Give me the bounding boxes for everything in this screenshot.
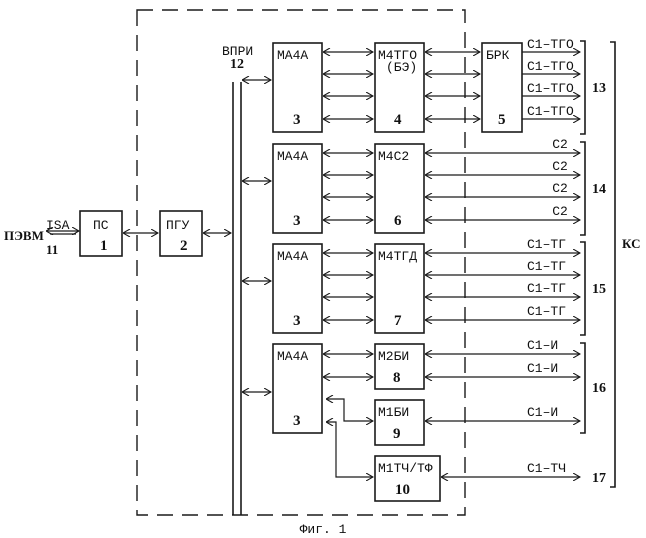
block-pgu: ПГУ 2 <box>160 211 202 256</box>
block-pgu-number: 2 <box>180 238 188 254</box>
channel-label: С2 <box>552 137 568 152</box>
group-bracket-16 <box>580 343 585 433</box>
channel-label: С1–И <box>527 338 558 353</box>
block-m4c2-name: М4С2 <box>378 149 409 164</box>
channel-label: С1–ТЧ <box>527 461 566 476</box>
group-number: 14 <box>592 182 606 197</box>
block-ma4a-name: МА4А <box>277 149 308 164</box>
channel-label: С1–ТГ <box>527 259 566 274</box>
channel-label: С1–ТГО <box>527 59 574 74</box>
block-ma4a-name: МА4А <box>277 349 308 364</box>
block-m4c2-number: 6 <box>394 213 402 229</box>
block-m4tgd-number: 7 <box>394 313 402 329</box>
figure-caption: Фиг. 1 <box>300 522 347 537</box>
group-bracket-14 <box>580 142 585 235</box>
channel-label: С2 <box>552 204 568 219</box>
channel-label: С1–ТГО <box>527 37 574 52</box>
block-ps-name: ПС <box>93 218 109 233</box>
block-m1bi-number: 9 <box>393 426 401 442</box>
ks-bracket <box>610 42 615 487</box>
channel-label: С1–ТГ <box>527 304 566 319</box>
group-bracket-13 <box>580 41 585 134</box>
link-ma4a-m1bi <box>327 399 373 421</box>
block-ma4a-name: МА4А <box>277 48 308 63</box>
block-ma4a-number: 3 <box>293 213 301 229</box>
block-m4tgo-sub: (БЭ) <box>386 60 417 75</box>
group-number: 15 <box>592 282 606 297</box>
link-ma4a-m1tch <box>327 422 373 477</box>
block-m1tch-number: 10 <box>395 482 410 498</box>
block-ma4a-number: 3 <box>293 112 301 128</box>
group-number: 16 <box>592 381 606 396</box>
isa-number: 11 <box>46 242 58 257</box>
channel-label: С1–ТГ <box>527 281 566 296</box>
channel-label: С1–И <box>527 361 558 376</box>
block-m4tgo-number: 4 <box>394 112 402 128</box>
block-ma4a-name: МА4А <box>277 249 308 264</box>
bus-number: 12 <box>230 57 244 72</box>
block-m2bi-name: М2БИ <box>378 349 409 364</box>
block-m1tch-name: М1ТЧ/ТФ <box>378 461 433 476</box>
pc-label: ПЭВМ <box>4 228 44 243</box>
channel-label: С2 <box>552 159 568 174</box>
block-ps: ПС 1 <box>80 211 122 256</box>
block-brk-name: БРК <box>486 48 510 63</box>
bus-vpri <box>233 82 241 515</box>
block-m1bi-name: М1БИ <box>378 405 409 420</box>
block-m4tgd-name: М4ТГД <box>378 249 417 264</box>
group-bracket-15 <box>580 242 585 335</box>
channel-label: С2 <box>552 181 568 196</box>
group-number: 17 <box>592 471 606 486</box>
group-number: 13 <box>592 81 606 96</box>
block-m2bi-number: 8 <box>393 370 401 386</box>
block-pgu-name: ПГУ <box>166 218 190 233</box>
block-ps-number: 1 <box>100 238 108 254</box>
channel-label: С1–И <box>527 405 558 420</box>
channel-label: С1–ТГО <box>527 81 574 96</box>
ks-label: КС <box>622 236 641 251</box>
block-ma4a-number: 3 <box>293 413 301 429</box>
channel-label: С1–ТГО <box>527 104 574 119</box>
channel-label: С1–ТГ <box>527 237 566 252</box>
block-brk-number: 5 <box>498 112 506 128</box>
block-ma4a-number: 3 <box>293 313 301 329</box>
